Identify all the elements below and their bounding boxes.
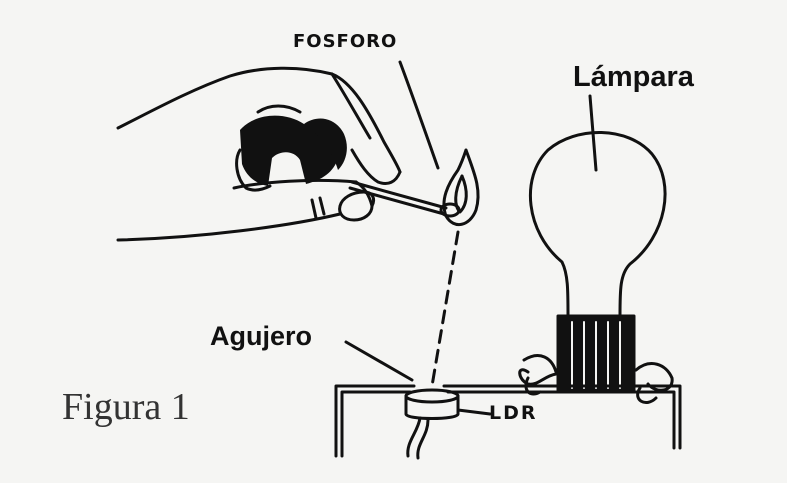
hole-label: Agujero (210, 321, 313, 351)
light-path-dashed (430, 230, 460, 388)
lamp-socket (518, 314, 674, 404)
match-leader-line (398, 60, 440, 170)
hand-shading (240, 115, 347, 186)
ldr-sensor (404, 388, 460, 460)
enclosure-box (334, 384, 682, 458)
ldr-label: LDR (489, 402, 538, 424)
figure-caption: Figura 1 (62, 386, 190, 428)
lamp-bulb (528, 131, 667, 318)
lamp-leader-line (588, 94, 598, 172)
match-flame (442, 148, 480, 226)
lamp-label: Lámpara (573, 61, 694, 93)
ldr-leader-line (456, 408, 492, 416)
match-stick (348, 180, 461, 218)
hole-leader-line (344, 340, 414, 382)
match-label: FOSFORO (293, 31, 398, 52)
